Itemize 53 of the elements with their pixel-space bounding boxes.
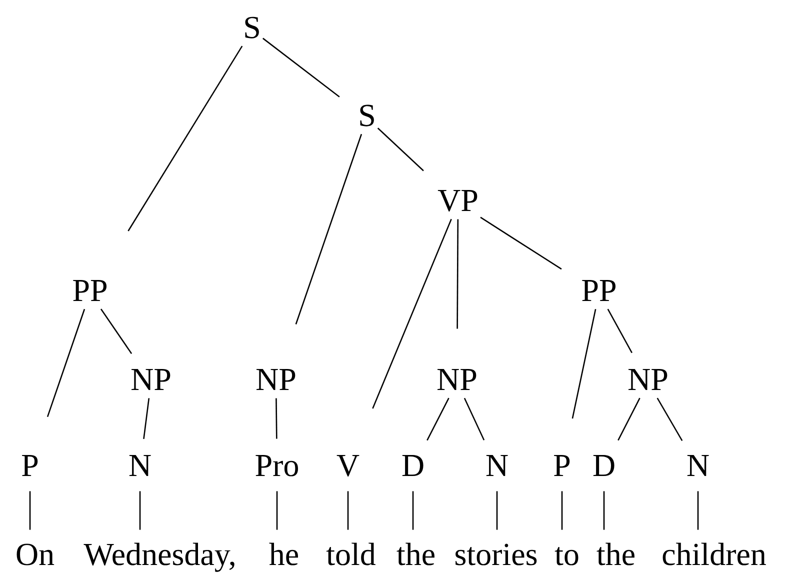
branch-line <box>464 398 485 440</box>
branch-line <box>262 38 340 98</box>
branch-line <box>100 308 132 354</box>
word: to <box>554 547 578 566</box>
category-label: S <box>245 16 259 38</box>
branch-line <box>480 216 562 270</box>
branch-line <box>656 398 683 442</box>
word: stories <box>456 544 537 566</box>
category-label: PP <box>73 280 107 301</box>
branch-line <box>276 398 278 439</box>
category-label: S <box>360 104 374 126</box>
category-label: PP <box>582 280 616 301</box>
branch-line <box>607 308 632 354</box>
branch-line <box>426 398 450 441</box>
category-label: D <box>593 455 614 476</box>
word: children <box>662 542 766 566</box>
branch-line <box>276 491 278 530</box>
branch-line <box>46 308 86 418</box>
branch-line <box>372 218 452 409</box>
word: he <box>269 542 298 566</box>
branch-line <box>456 219 459 329</box>
category-label: N <box>129 455 151 476</box>
branch-line <box>618 398 640 441</box>
word: the <box>396 542 434 566</box>
branch-line <box>128 46 243 232</box>
branch-line <box>412 491 414 530</box>
branch-line <box>347 491 349 530</box>
branch-line <box>603 491 605 530</box>
category-label: P <box>22 455 38 476</box>
word: Wednesday, <box>84 542 234 572</box>
category-label: NP <box>256 369 296 390</box>
category-label: N <box>486 455 508 476</box>
branch-line <box>572 309 596 419</box>
branch-line <box>143 398 150 439</box>
category-label: V <box>336 455 360 476</box>
branch-line <box>561 491 563 530</box>
category-label: D <box>402 455 424 476</box>
branch-line <box>29 491 31 530</box>
branch-line <box>697 491 699 530</box>
word: On <box>16 544 54 566</box>
category-label: Pro <box>256 455 298 476</box>
word: told <box>326 542 376 566</box>
branch-line <box>295 134 362 324</box>
branch-line <box>377 128 424 172</box>
category-label: P <box>554 455 570 476</box>
category-label: VP <box>438 190 478 212</box>
branch-line <box>139 491 141 530</box>
category-label: NP <box>628 369 668 390</box>
category-label: NP <box>437 369 476 390</box>
category-label: N <box>687 455 709 476</box>
word: the <box>596 542 634 566</box>
branch-line <box>496 491 498 530</box>
category-label: NP <box>131 369 170 390</box>
